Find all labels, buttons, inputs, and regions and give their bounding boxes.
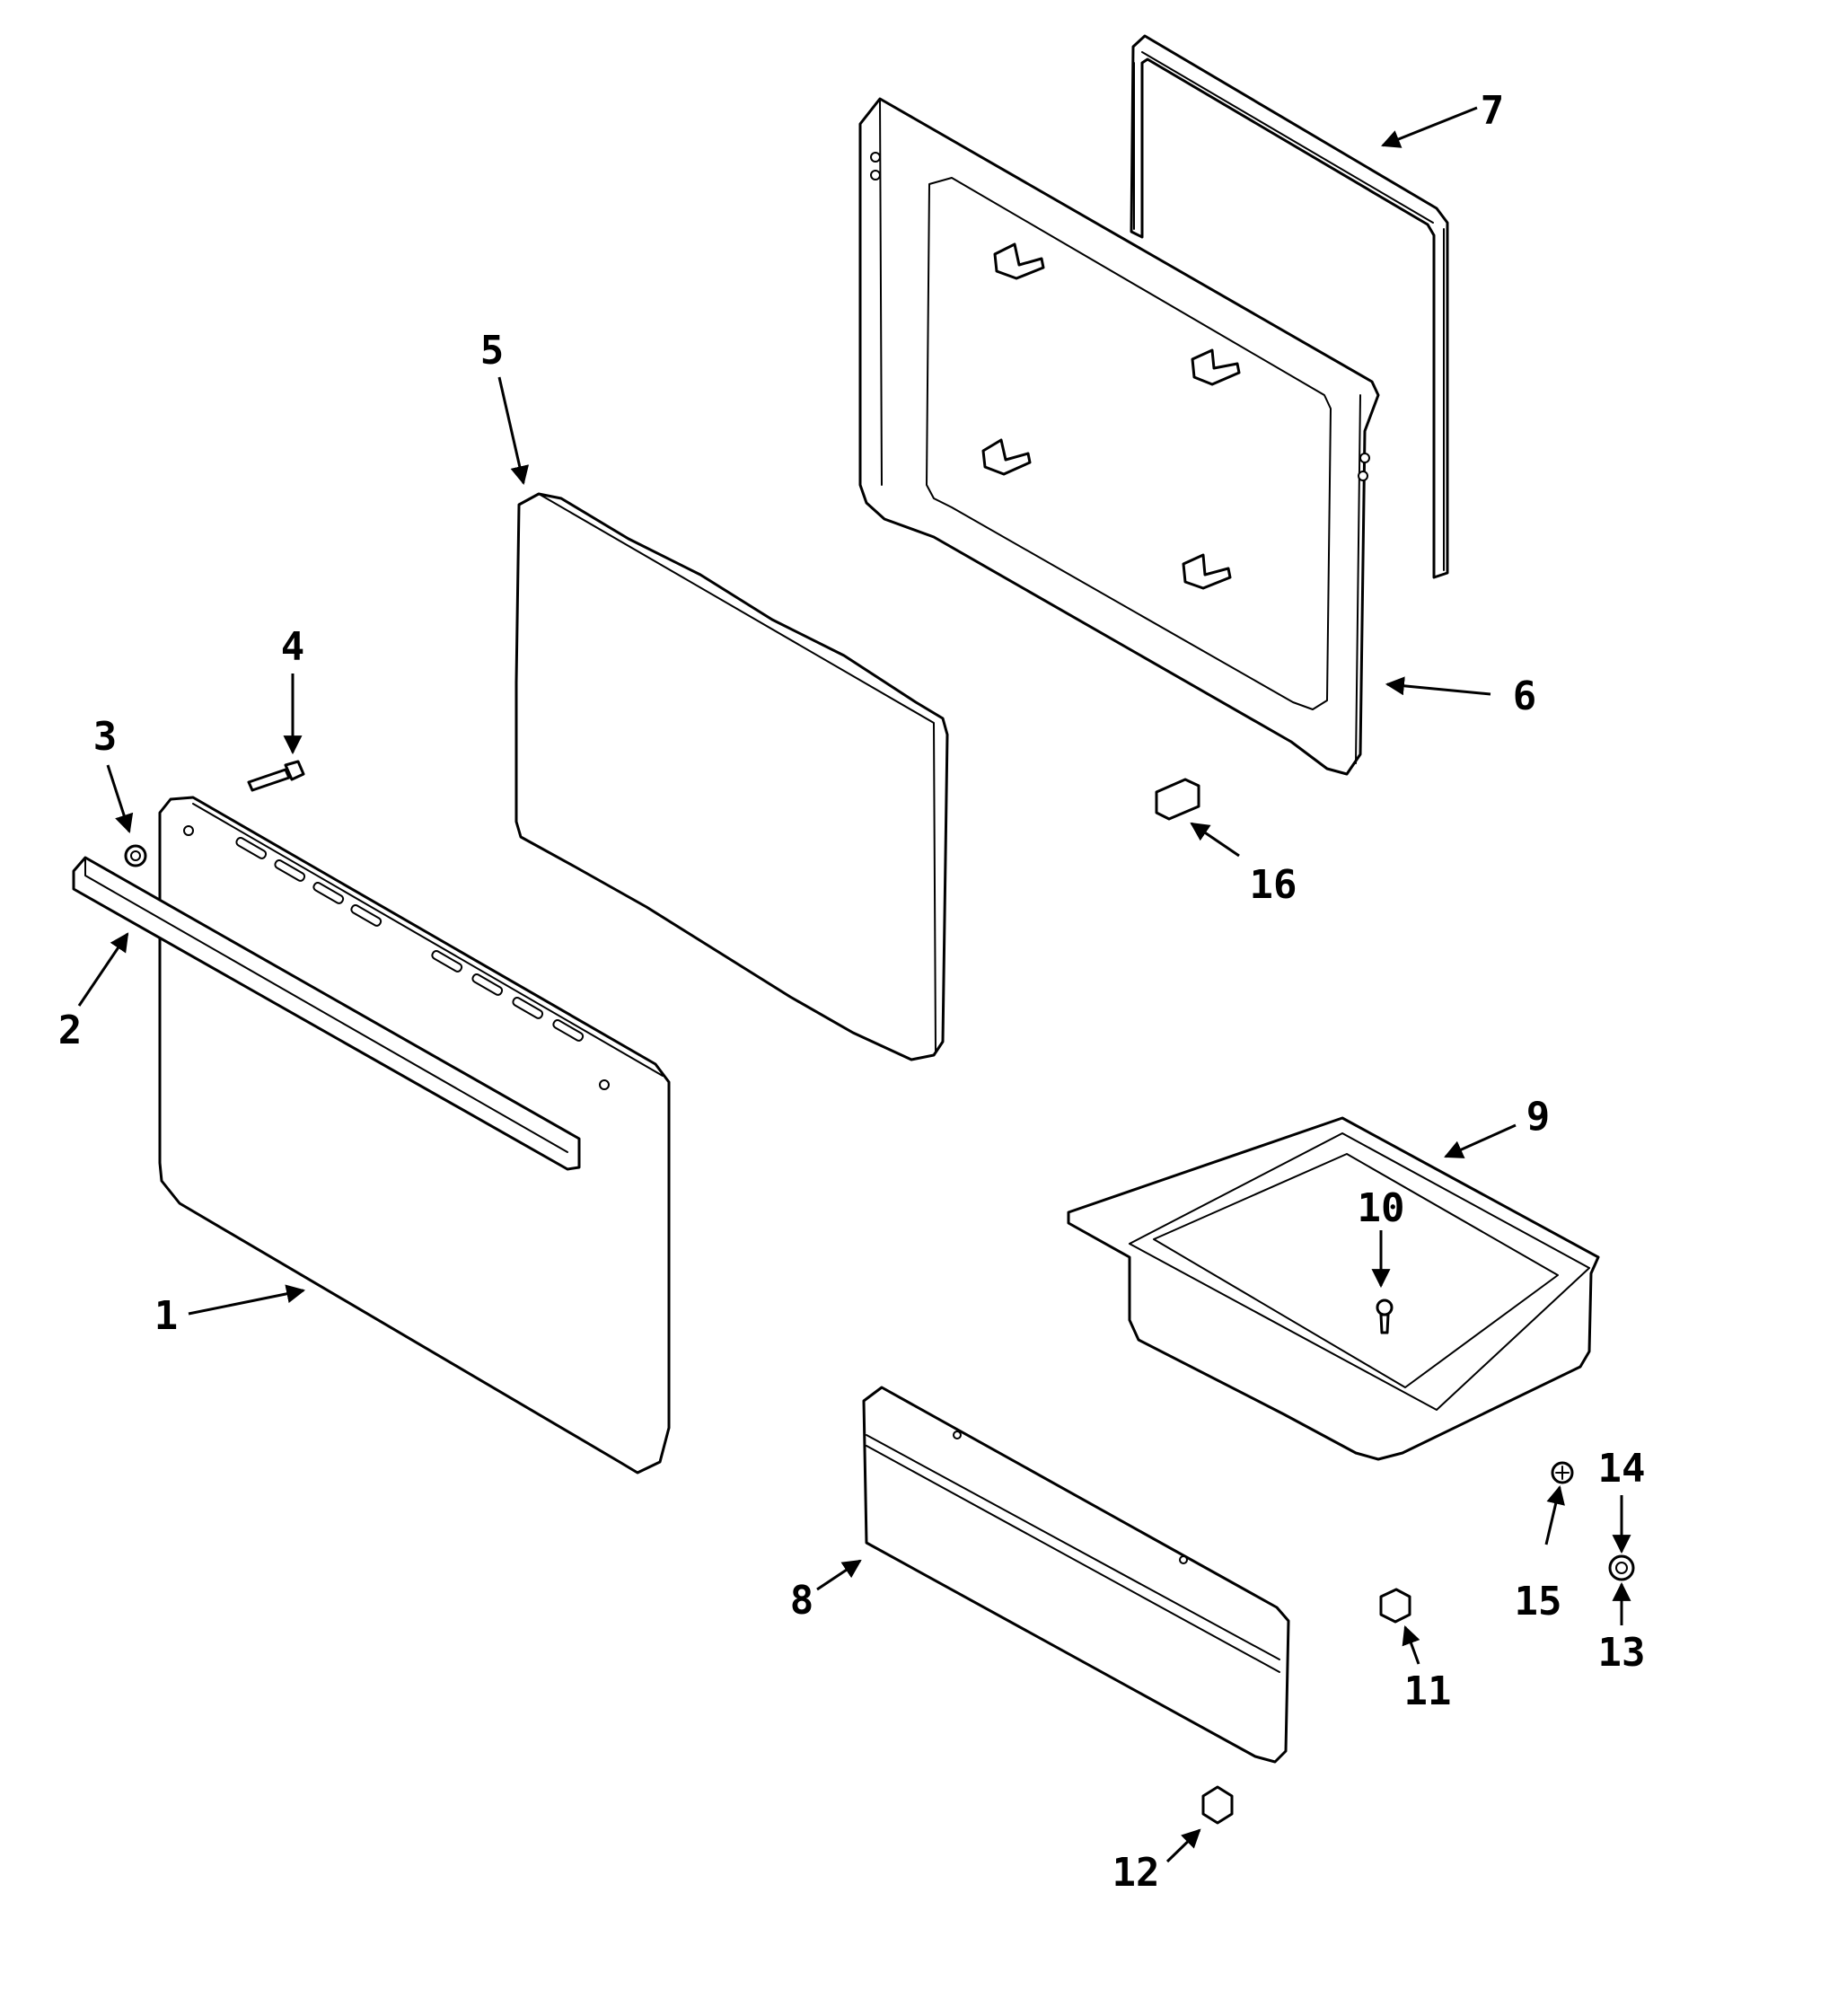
hinge-bracket-bottom-left — [981, 438, 1032, 476]
part-15-nut[interactable] — [1551, 1461, 1574, 1484]
part-11-clip[interactable] — [1379, 1588, 1411, 1624]
part-4-screw[interactable] — [247, 760, 305, 792]
part-1-outer-door-panel[interactable] — [158, 796, 671, 1475]
callout-2: 2 — [58, 1008, 83, 1053]
callout-5: 5 — [480, 328, 505, 374]
part-6-inner-door-panel[interactable] — [858, 97, 1380, 776]
part-5-door-insulation[interactable] — [514, 492, 949, 1061]
callout-12: 12 — [1112, 1850, 1160, 1896]
callout-15: 15 — [1515, 1579, 1562, 1624]
part-16-clip[interactable] — [1155, 778, 1200, 821]
callout-10: 10 — [1358, 1185, 1405, 1231]
callout-16: 16 — [1250, 862, 1297, 908]
callout-11: 11 — [1404, 1668, 1452, 1714]
part-2-door-handle[interactable] — [72, 856, 581, 1171]
callout-1: 1 — [154, 1293, 179, 1339]
part-9-drawer-pan[interactable] — [1067, 1116, 1600, 1461]
part-13-knob[interactable] — [1608, 1554, 1635, 1581]
callout-14: 14 — [1598, 1446, 1646, 1492]
leader-lines — [77, 106, 1631, 1863]
part-10-screw[interactable] — [1376, 1299, 1394, 1334]
hinge-bracket-bottom-right — [1182, 553, 1232, 590]
callout-8: 8 — [790, 1578, 814, 1624]
callout-9: 9 — [1526, 1094, 1551, 1140]
hinge-bracket-top-right — [1191, 348, 1241, 386]
callout-4: 4 — [281, 624, 305, 670]
part-12-nut[interactable] — [1201, 1785, 1234, 1825]
hinge-bracket-top-left — [993, 242, 1045, 280]
part-7-door-gasket[interactable] — [1130, 34, 1449, 579]
callout-7: 7 — [1481, 88, 1505, 134]
callout-13: 13 — [1598, 1630, 1646, 1676]
callout-3: 3 — [93, 714, 118, 760]
callout-numbers: 1 2 3 4 5 6 7 8 9 10 11 12 13 14 15 16 — [58, 88, 1646, 1896]
callout-6: 6 — [1513, 673, 1537, 719]
part-3-spacer[interactable] — [124, 844, 147, 867]
part-8-drawer-front[interactable] — [862, 1386, 1290, 1764]
vent-slots — [235, 836, 585, 1042]
